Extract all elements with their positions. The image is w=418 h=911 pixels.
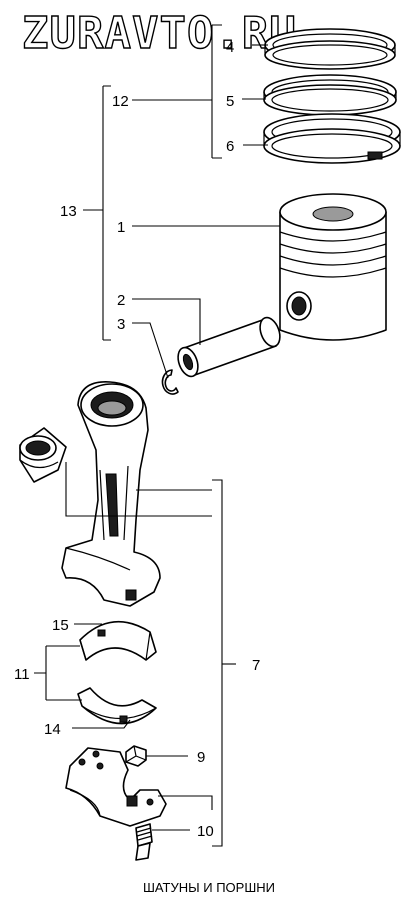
callout-3: 3 — [117, 316, 125, 333]
connecting-rod — [61, 381, 161, 607]
nut — [125, 745, 147, 767]
callout-5: 5 — [226, 93, 234, 110]
bolt — [135, 823, 153, 861]
small-end-bushing — [19, 427, 67, 483]
callout-6: 6 — [226, 138, 234, 155]
watermark-logo: ZURAVTO.RU — [22, 8, 297, 59]
leader-lines — [34, 24, 280, 847]
callout-labels: 4 5 6 12 13 1 2 3 7 15 11 14 9 10 — [14, 39, 260, 840]
rod-cap — [65, 747, 167, 827]
callout-15: 15 — [52, 617, 69, 634]
callout-10: 10 — [197, 823, 214, 840]
piston-ring-5 — [263, 74, 397, 116]
piston-ring-4 — [264, 28, 396, 70]
callout-9: 9 — [197, 749, 205, 766]
callout-2: 2 — [117, 292, 125, 309]
diagram-caption: ШАТУНЫ И ПОРШНИ — [143, 880, 275, 895]
callout-7: 7 — [252, 657, 260, 674]
callout-14: 14 — [44, 721, 61, 738]
callout-12: 12 — [112, 93, 129, 110]
circlip — [161, 369, 179, 395]
callout-4: 4 — [226, 39, 234, 56]
piston — [279, 193, 387, 341]
callout-1: 1 — [117, 219, 125, 236]
bearing-shell-upper — [79, 620, 157, 661]
bearing-shell-lower — [77, 687, 157, 725]
callout-11: 11 — [14, 666, 30, 683]
callout-13: 13 — [60, 203, 77, 220]
piston-pin — [177, 316, 281, 378]
piston-ring-6 — [263, 113, 401, 164]
